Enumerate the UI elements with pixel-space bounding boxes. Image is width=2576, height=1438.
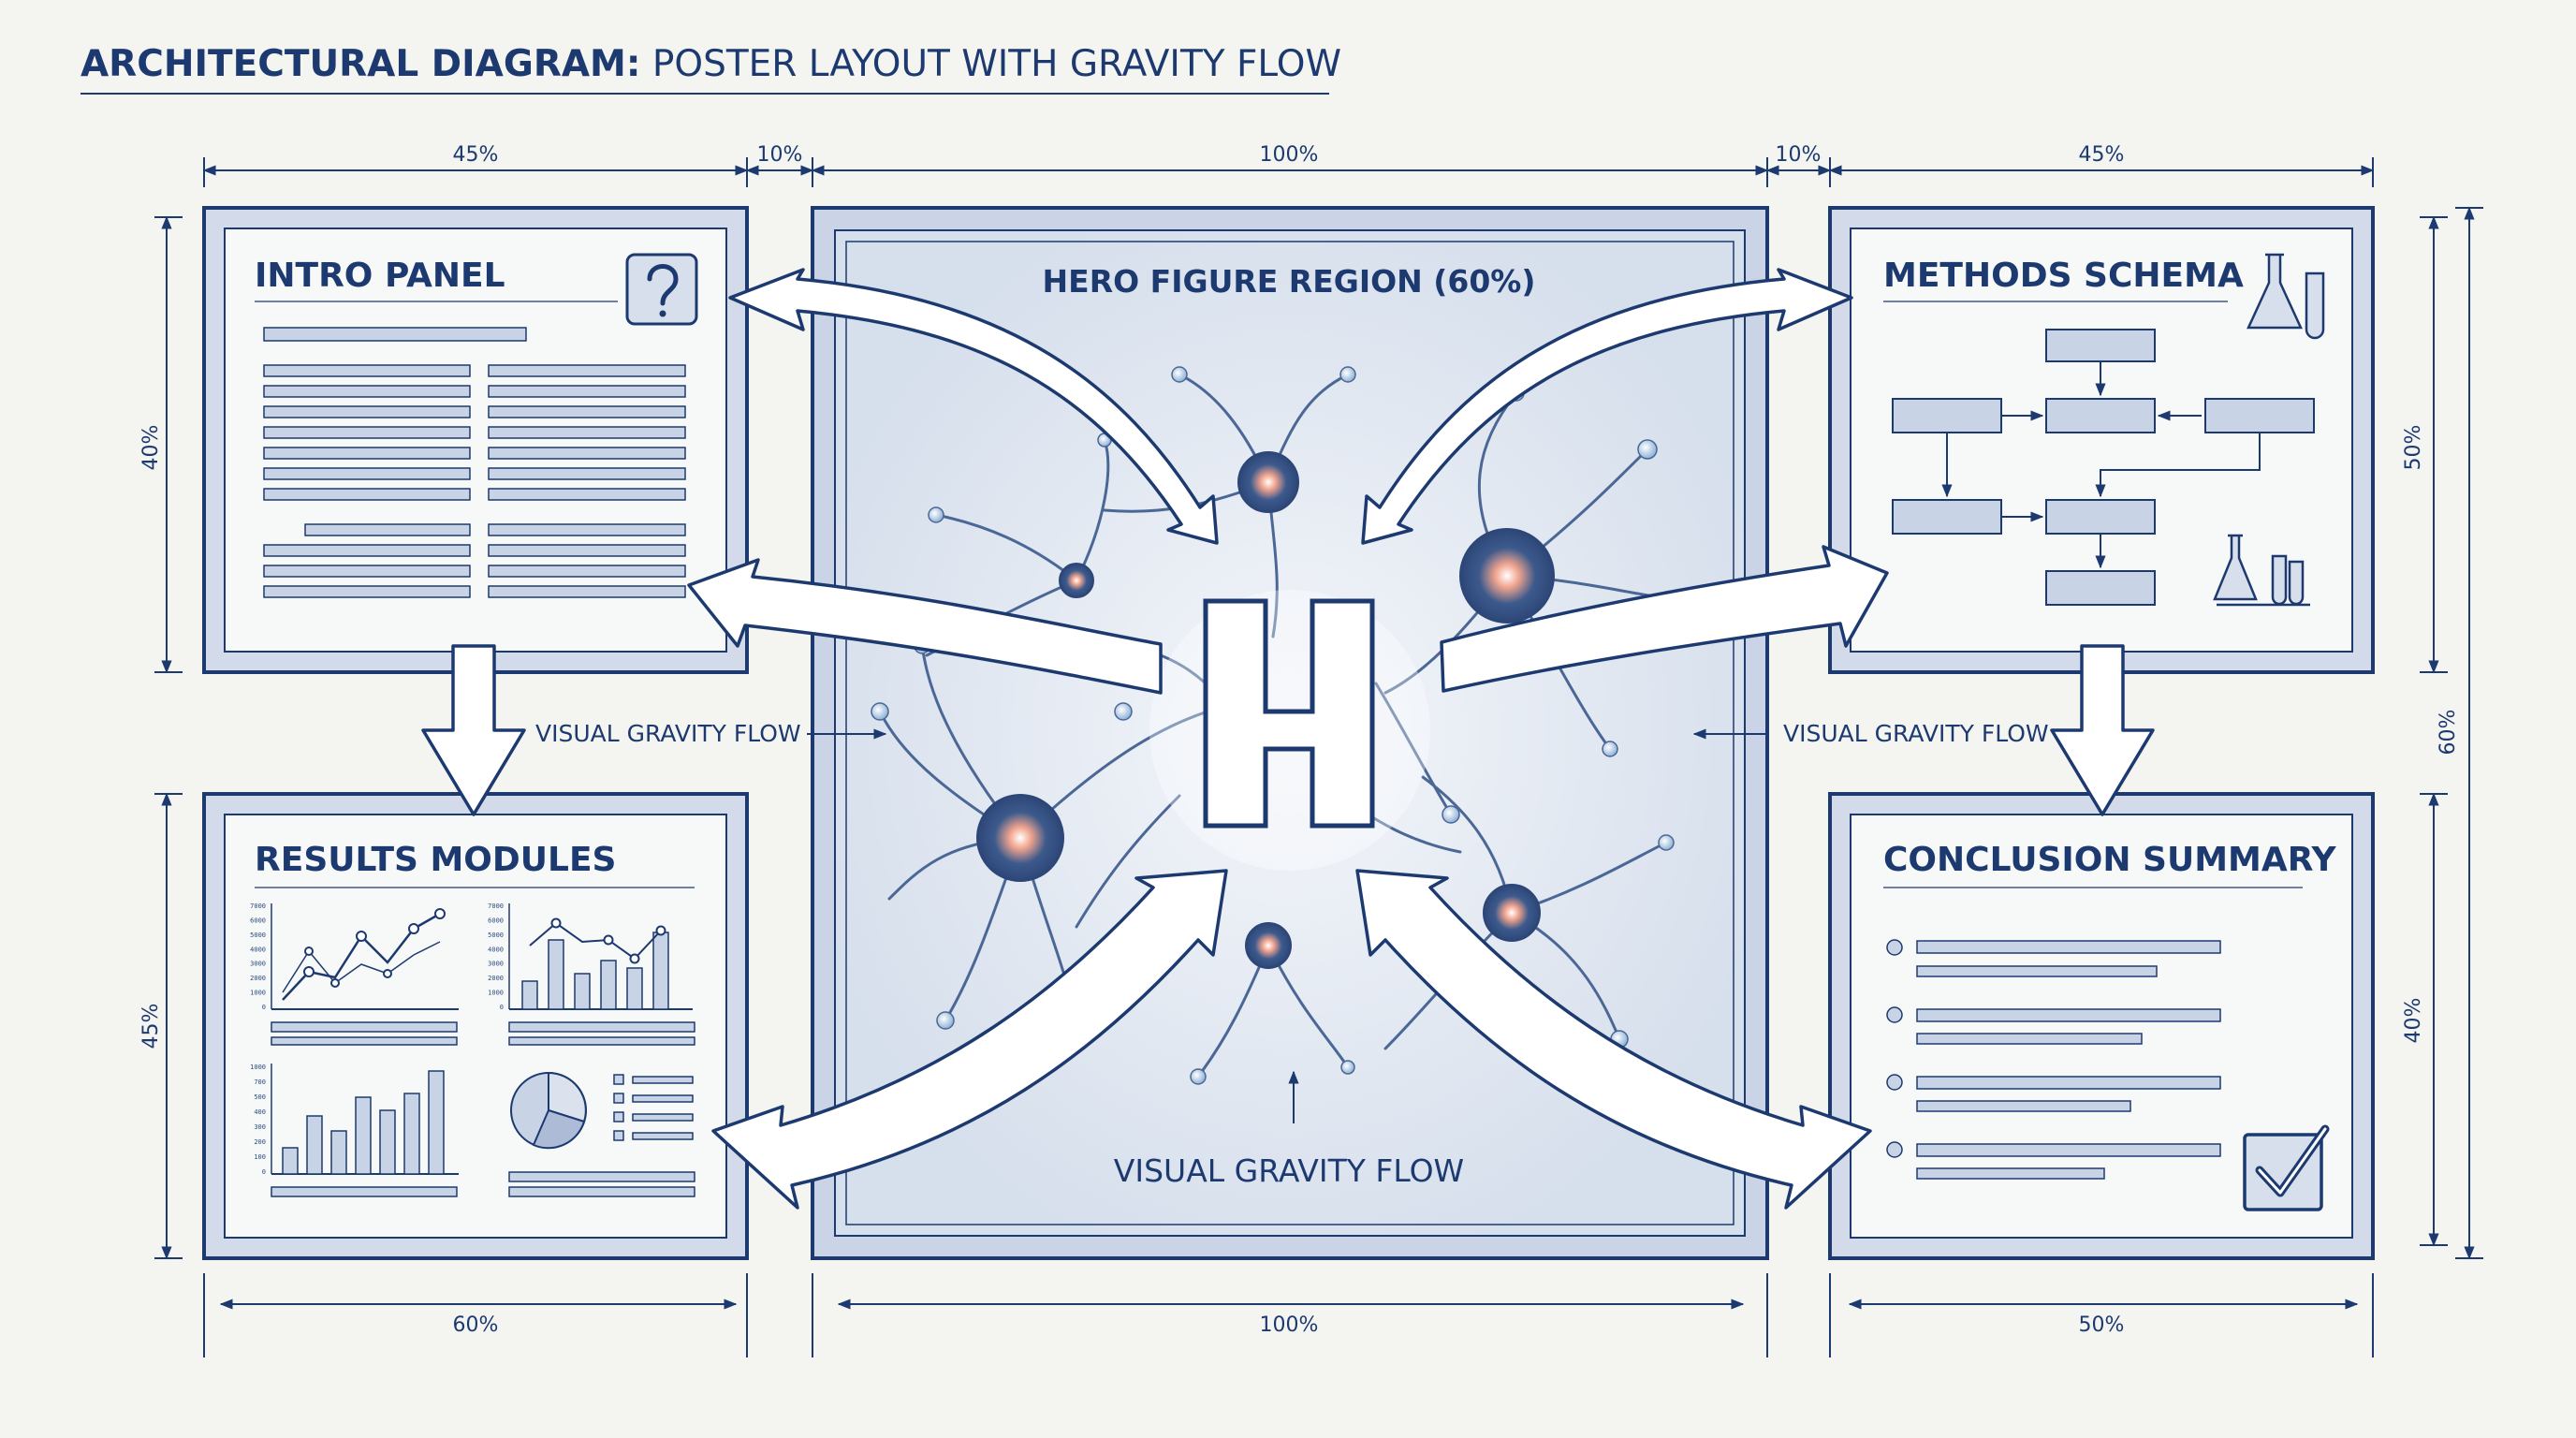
axis-tick-label: 2000: [488, 975, 504, 982]
axis-tick-label: 7000: [488, 902, 504, 910]
hero-letter-h: [1203, 598, 1375, 829]
methods-flowchart: [1892, 329, 2315, 606]
svg-text:ARCHITECTURAL DIAGRAM: POSTER: ARCHITECTURAL DIAGRAM: POSTER LAYOUT WIT…: [80, 43, 1341, 85]
methods-title: METHODS SCHEMA: [1883, 257, 2244, 295]
flask-icon: [2247, 253, 2325, 340]
axis-tick-label: 1000: [250, 990, 266, 997]
bottom-dimension-lines: [203, 1273, 2374, 1357]
dim-right-lower: 40%: [2402, 998, 2425, 1044]
axis-tick-label: 0: [262, 1168, 266, 1176]
axis-tick-label: 7000: [250, 902, 266, 910]
flow-arrow-mid-right: [1440, 545, 1889, 693]
axis-tick-label: 500: [254, 1093, 266, 1101]
flow-arrow-bottom-right: [1355, 869, 1872, 1210]
dim-right-upper: 50%: [2402, 425, 2425, 471]
bottom-flow-label: VISUAL GRAVITY FLOW: [1114, 1152, 1464, 1189]
flow-arrow-mid-left: [687, 558, 1163, 695]
title-bold: ARCHITECTURAL DIAGRAM:: [80, 43, 640, 85]
axis-tick-label: 2000: [250, 975, 266, 982]
lab-glassware-icon: [2213, 534, 2310, 607]
flow-arrow-top-left: [728, 268, 1219, 545]
right-dimension-lines: [2420, 206, 2483, 1260]
dim-top-gap-left: 10%: [757, 143, 803, 167]
axis-tick-label: 1000: [488, 990, 504, 997]
question-mark-icon: [625, 253, 698, 326]
intro-panel: INTRO PANEL: [202, 206, 749, 674]
results-pie-chart: [271, 1071, 695, 1197]
results-title: RESULTS MODULES: [255, 841, 616, 879]
axis-tick-label: 3000: [250, 961, 266, 968]
dim-top-left: 45%: [453, 143, 499, 167]
conclusion-bullets: [1886, 939, 2221, 1180]
dim-right-full: 60%: [2437, 710, 2460, 756]
axis-tick-label: 4000: [250, 946, 266, 953]
dim-left-upper: 40%: [139, 425, 163, 471]
dim-bottom-center: 100%: [1260, 1313, 1319, 1337]
dim-bottom-left: 60%: [453, 1313, 499, 1337]
flow-arrow-bottom-left: [711, 869, 1228, 1210]
left-dimension-lines: [154, 215, 183, 1260]
intro-title: INTRO PANEL: [255, 257, 505, 295]
axis-tick-label: 6000: [488, 917, 504, 924]
results-bar-chart: 7000 6000 5000 4000 3000 2000 1000 0: [488, 902, 695, 1046]
results-panel: RESULTS MODULES 700060005000400030002000…: [202, 792, 749, 1260]
conclusion-panel: CONCLUSION SUMMARY: [1828, 792, 2375, 1260]
axis-tick-label: 6000: [250, 917, 266, 924]
left-flow-label: VISUAL GRAVITY FLOW: [535, 720, 801, 747]
page-header: ARCHITECTURAL DIAGRAM: POSTER LAYOUT WIT…: [80, 43, 1341, 95]
methods-flowchart-arrows: [1941, 361, 2261, 569]
title-rest: POSTER LAYOUT WITH GRAVITY FLOW: [640, 43, 1341, 85]
axis-tick-label: 0: [262, 1004, 266, 1011]
flow-arrow-methods-to-conclusion: [2050, 644, 2155, 816]
gravity-flow-arrows: [421, 268, 2155, 1210]
dim-top-gap-right: 10%: [1776, 143, 1822, 167]
axis-tick-label: 200: [254, 1138, 266, 1146]
hero-title: HERO FIGURE REGION (60%): [1043, 263, 1536, 300]
dim-top-center: 100%: [1260, 143, 1319, 167]
dim-top-right: 45%: [2079, 143, 2125, 167]
methods-panel: METHODS SCHEMA: [1828, 206, 2375, 674]
conclusion-title: CONCLUSION SUMMARY: [1883, 841, 2336, 879]
dim-bottom-right: 50%: [2079, 1313, 2125, 1337]
checkbox-icon: [2243, 1124, 2330, 1211]
axis-tick-label: 5000: [488, 932, 504, 939]
axis-tick-label: 100: [254, 1153, 266, 1161]
flow-arrow-intro-to-results: [421, 644, 526, 816]
results-line-chart: 7000 6000 5000 4000 3000 2000 1000 0: [250, 902, 459, 1046]
axis-tick-label: 1000: [250, 1064, 266, 1071]
axis-tick-label: 700: [254, 1078, 266, 1086]
neuron-somas: [976, 451, 1555, 969]
intro-text-placeholder: [263, 327, 686, 598]
dim-left-lower: 45%: [139, 1004, 163, 1049]
axis-tick-label: 4000: [488, 946, 504, 953]
axis-tick-label: 300: [254, 1123, 266, 1131]
axis-tick-label: 400: [254, 1108, 266, 1116]
flow-arrow-top-right: [1361, 268, 1853, 545]
right-flow-label: VISUAL GRAVITY FLOW: [1783, 720, 2049, 747]
top-dimension-line: [202, 157, 2375, 187]
axis-tick-label: 5000: [250, 932, 266, 939]
axis-tick-label: 3000: [488, 961, 504, 968]
axis-tick-label: 0: [500, 1004, 504, 1011]
